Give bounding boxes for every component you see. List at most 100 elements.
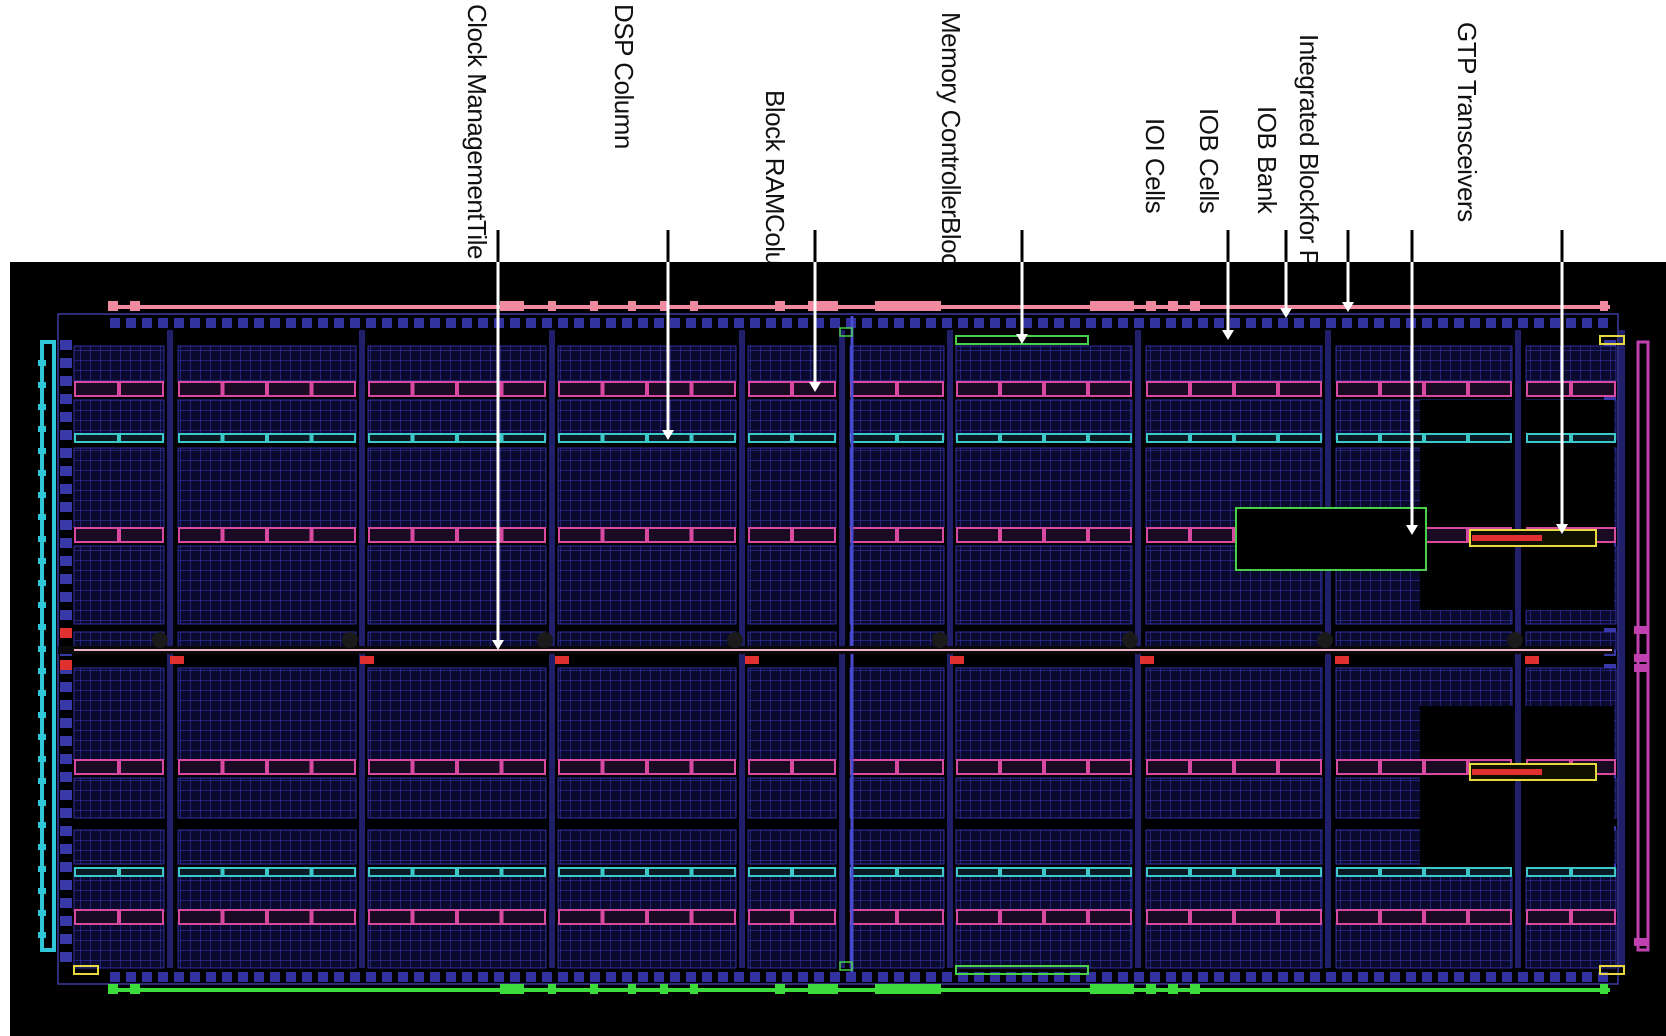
bram-row-tile bbox=[748, 381, 792, 397]
bram-row-tile bbox=[311, 759, 356, 775]
bottom-iob-cell bbox=[254, 972, 264, 982]
dsp-row-tile bbox=[457, 433, 502, 443]
label-pcie-block: Integrated Block bbox=[1294, 34, 1324, 214]
dsp-row-tile bbox=[457, 867, 502, 877]
dsp-row-tile bbox=[1146, 433, 1190, 443]
clb-tile-region bbox=[849, 447, 945, 529]
dsp-row-tile bbox=[602, 433, 647, 443]
bram-row-tile bbox=[1571, 909, 1616, 925]
dsp-row-tile bbox=[1571, 433, 1616, 443]
bram-row-tile bbox=[501, 759, 546, 775]
dsp-row-tile bbox=[311, 433, 356, 443]
clb-tile-region bbox=[177, 921, 357, 969]
bram-row-tile bbox=[1336, 381, 1380, 397]
dsp-row-tile bbox=[119, 867, 164, 877]
clb-tile-region bbox=[73, 447, 165, 529]
left-iob-cell bbox=[60, 880, 72, 890]
bram-row-tile bbox=[691, 909, 736, 925]
bottom-iob-cell bbox=[462, 972, 472, 982]
dsp-row-tile bbox=[311, 867, 356, 877]
label-iob-bank: IOB Bank bbox=[1252, 106, 1282, 214]
top-iob-cell bbox=[1150, 318, 1160, 328]
gtp-clear-top-2 bbox=[1514, 400, 1614, 610]
bottom-iob-cell bbox=[1198, 972, 1208, 982]
left-io-pad bbox=[38, 624, 46, 630]
left-iob-cell bbox=[60, 448, 72, 458]
top-iob-cell bbox=[1118, 318, 1128, 328]
bram-row-tile bbox=[178, 759, 223, 775]
bram-row-tile bbox=[1278, 759, 1322, 775]
clb-tile-region bbox=[73, 667, 165, 761]
left-iob-cell bbox=[60, 772, 72, 782]
bram-row-tile bbox=[1526, 909, 1571, 925]
left-io-pad bbox=[38, 888, 46, 894]
top-io-block bbox=[690, 301, 698, 311]
bram-row-tile bbox=[311, 381, 356, 397]
bottom-iob-cell bbox=[1262, 972, 1272, 982]
left-io-pad bbox=[38, 822, 46, 828]
top-io-block bbox=[775, 301, 785, 311]
bottom-iob-cell bbox=[1406, 972, 1416, 982]
clb-tile-region bbox=[557, 345, 737, 383]
clock-buffer bbox=[537, 632, 553, 648]
dsp-row-tile bbox=[558, 867, 603, 877]
bottom-iob-cell bbox=[974, 972, 984, 982]
top-iob-cell bbox=[718, 318, 728, 328]
top-iob-cell bbox=[1214, 318, 1224, 328]
bram-row-tile bbox=[1044, 527, 1088, 543]
bottom-iob-cell bbox=[910, 972, 920, 982]
bottom-iob-cell bbox=[446, 972, 456, 982]
top-iob-cell bbox=[814, 318, 824, 328]
bottom-io-block bbox=[548, 984, 556, 994]
left-iob-cell bbox=[60, 412, 72, 422]
bottom-iob-cell bbox=[126, 972, 136, 982]
clb-tile-region bbox=[557, 545, 737, 625]
dsp-row-tile bbox=[74, 867, 119, 877]
bottom-io-block bbox=[1146, 984, 1156, 994]
dsp-row-tile bbox=[412, 433, 457, 443]
bottom-iob-cell bbox=[1582, 972, 1592, 982]
top-iob-cell bbox=[366, 318, 376, 328]
top-iob-cell bbox=[670, 318, 680, 328]
clb-tile-region bbox=[747, 921, 837, 969]
bram-row-tile bbox=[222, 909, 267, 925]
clock-red-tile bbox=[950, 656, 964, 664]
dsp-row-tile bbox=[956, 867, 1000, 877]
top-iob-cell bbox=[606, 318, 616, 328]
top-iob-cell bbox=[142, 318, 152, 328]
top-io-strip bbox=[108, 305, 1610, 309]
bram-row-tile bbox=[602, 759, 647, 775]
top-io-block bbox=[1146, 301, 1156, 311]
right-iob-cell bbox=[1604, 394, 1616, 404]
bottom-iob-cell bbox=[1342, 972, 1352, 982]
left-io-pad bbox=[38, 492, 46, 498]
bottom-io-block bbox=[1168, 984, 1178, 994]
dsp-row-tile bbox=[1424, 867, 1468, 877]
left-iob-cell bbox=[60, 718, 72, 728]
bram-row-tile bbox=[457, 381, 502, 397]
bottom-iob-cell bbox=[1358, 972, 1368, 982]
dsp-row-tile bbox=[1380, 433, 1424, 443]
clb-tile-region bbox=[177, 545, 357, 625]
right-io-pad bbox=[1634, 938, 1648, 946]
clock-red-tile bbox=[745, 656, 759, 664]
dsp-row-tile bbox=[602, 867, 647, 877]
top-io-block bbox=[875, 301, 941, 311]
dsp-row-tile bbox=[1234, 867, 1278, 877]
dsp-row-tile bbox=[1526, 433, 1571, 443]
bottom-iob-cell bbox=[286, 972, 296, 982]
bottom-iob-cell bbox=[526, 972, 536, 982]
top-iob-cell bbox=[782, 318, 792, 328]
bottom-iob-cell bbox=[1518, 972, 1528, 982]
dsp-row-tile bbox=[1571, 867, 1616, 877]
bottom-iob-cell bbox=[1246, 972, 1256, 982]
bram-row-tile bbox=[1088, 381, 1132, 397]
left-iob-cell bbox=[60, 952, 72, 962]
bram-row-tile bbox=[412, 527, 457, 543]
bram-row-tile bbox=[647, 909, 692, 925]
bottom-iob-cell bbox=[990, 972, 1000, 982]
top-iob-cell bbox=[910, 318, 920, 328]
callout-gtp-transceivers: GTP Transceivers bbox=[1452, 22, 1482, 234]
bottom-io-strip bbox=[108, 988, 1610, 992]
top-iob-cell bbox=[478, 318, 488, 328]
